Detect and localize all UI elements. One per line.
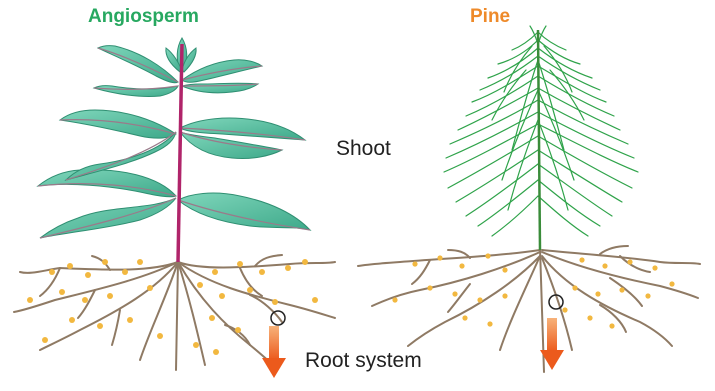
pine-needles xyxy=(444,26,638,236)
pine-trunk xyxy=(538,30,540,250)
angiosperm-leaves xyxy=(38,38,310,238)
angiosperm-root-system xyxy=(14,255,335,370)
shoot-label: Shoot xyxy=(336,137,391,161)
pine-title: Pine xyxy=(470,6,510,28)
pine-tree-icon xyxy=(358,26,700,372)
angiosperm-stem xyxy=(178,44,182,262)
angiosperm-plant-icon xyxy=(14,38,335,378)
root-system-label: Root system xyxy=(305,349,422,373)
angiosperm-title: Angiosperm xyxy=(88,6,199,28)
root-arrow-icon xyxy=(262,326,286,378)
